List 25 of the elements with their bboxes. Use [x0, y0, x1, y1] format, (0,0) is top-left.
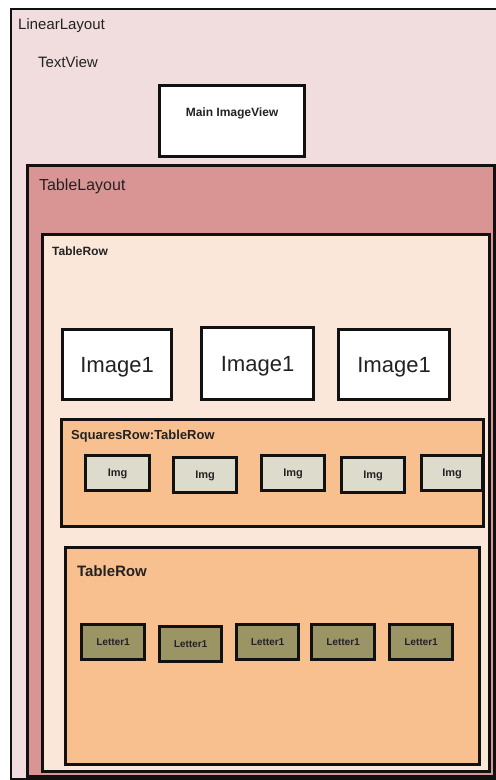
- view-box: Letter1: [235, 623, 300, 661]
- layout-panel: [10, 8, 496, 780]
- panel-title: LinearLayout: [18, 16, 105, 33]
- layout-panel: [60, 418, 485, 528]
- panel-title: TableRow: [77, 563, 147, 580]
- view-box: Letter1: [388, 623, 454, 661]
- view-box: Img: [84, 454, 151, 492]
- view-box: Image1: [200, 326, 315, 401]
- view-box: Letter1: [80, 623, 146, 661]
- layout-panel: [64, 546, 481, 766]
- layout-panel: [26, 164, 496, 778]
- view-box: Image1: [61, 328, 173, 401]
- layout-panel: [41, 233, 491, 773]
- view-box: Letter1: [158, 625, 223, 663]
- view-box: Main ImageView: [158, 84, 306, 158]
- view-box: Letter1: [310, 623, 376, 661]
- panel-title: TableLayout: [39, 177, 126, 195]
- view-box: Img: [340, 456, 406, 494]
- view-box: Image1: [337, 328, 451, 401]
- view-box: Img: [420, 454, 484, 492]
- panel-title: SquaresRow:TableRow: [71, 427, 215, 442]
- view-box: Img: [260, 454, 326, 492]
- view-box: Img: [172, 456, 238, 494]
- panel-title: TableRow: [52, 244, 108, 258]
- view-label: TextView: [38, 54, 98, 71]
